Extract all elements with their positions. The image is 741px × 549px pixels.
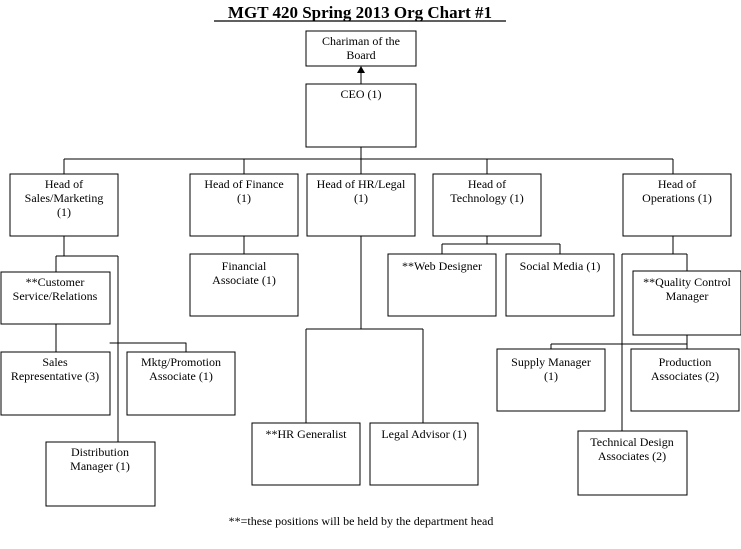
box-label-line: Head of (45, 177, 83, 191)
box-label: Head of Finance(1) (204, 177, 283, 205)
box-label-line: Technical Design (590, 435, 673, 449)
box-label-line: Representative (3) (11, 369, 99, 383)
box-label-line: Mktg/Promotion (141, 355, 221, 369)
box-label-line: Associates (2) (598, 449, 666, 463)
box-label: Legal Advisor (1) (381, 427, 466, 441)
box-label-line: CEO (1) (341, 87, 382, 101)
chart-title: MGT 420 Spring 2013 Org Chart #1 (228, 3, 492, 22)
box-label-line: Board (346, 48, 375, 62)
box-label: **Web Designer (402, 259, 482, 273)
box-label-line: **Quality Control (643, 275, 731, 289)
box-social-media: Social Media (1) (505, 253, 615, 317)
arrow-up-icon (357, 66, 365, 73)
box-ceo: CEO (1) (305, 83, 417, 148)
box-label-line: Operations (1) (642, 191, 712, 205)
box-label-line: Supply Manager (511, 355, 591, 369)
box-label-line: Social Media (1) (520, 259, 601, 273)
box-hr-generalist: **HR Generalist (251, 422, 361, 486)
box-label: **HR Generalist (266, 427, 348, 441)
box-label-line: (1) (354, 191, 368, 205)
box-label: Head of HR/Legal(1) (317, 177, 406, 205)
box-label-line: Distribution (71, 445, 129, 459)
box-label-line: Manager (1) (70, 459, 130, 473)
box-head-hr-legal: Head of HR/Legal(1) (306, 173, 416, 237)
box-label-line: **Customer (26, 275, 85, 289)
box-legal-advisor: Legal Advisor (1) (369, 422, 479, 486)
box-label-line: **Web Designer (402, 259, 482, 273)
box-label-line: Chariman of the (322, 34, 400, 48)
box-label-line: (1) (544, 369, 558, 383)
box-label: CEO (1) (341, 87, 382, 101)
box-label-line: (1) (57, 205, 71, 219)
connector-lines (55, 66, 688, 442)
box-label-line: Manager (666, 289, 709, 303)
box-label-line: Production (659, 355, 712, 369)
box-label-line: Financial (222, 259, 267, 273)
box-label-line: Head of (468, 177, 506, 191)
box-label-line: **HR Generalist (266, 427, 348, 441)
box-label-line: Associates (2) (651, 369, 719, 383)
box-label-line: (1) (237, 191, 251, 205)
box-label-line: Service/Relations (13, 289, 98, 303)
box-label-line: Head of HR/Legal (317, 177, 406, 191)
box-label: Supply Manager(1) (511, 355, 591, 383)
box-web-designer: **Web Designer (387, 253, 497, 317)
box-label-line: Sales/Marketing (25, 191, 104, 205)
box-head-finance: Head of Finance(1) (189, 173, 299, 237)
box-label-line: Head of Finance (204, 177, 283, 191)
box-label-line: Sales (42, 355, 68, 369)
box-label-line: Technology (1) (450, 191, 523, 205)
box-supply-manager: Supply Manager(1) (496, 348, 606, 412)
box-label-line: Legal Advisor (1) (381, 427, 466, 441)
box-label: Social Media (1) (520, 259, 601, 273)
footnote: **=these positions will be held by the d… (229, 514, 494, 528)
box-label-line: Head of (658, 177, 696, 191)
box-label-line: Associate (1) (149, 369, 213, 383)
box-label-line: Associate (1) (212, 273, 276, 287)
